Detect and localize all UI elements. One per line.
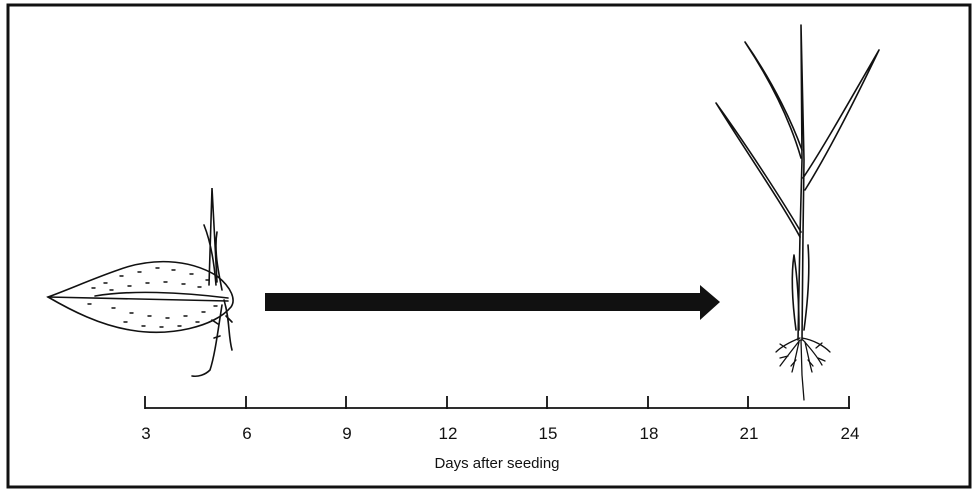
tick-label-6: 6 [242,424,252,443]
tick-label-12: 12 [438,424,458,443]
tick-label-9: 9 [342,424,352,443]
rice-seedling-illustration [715,24,880,401]
tick-label-15: 15 [538,424,558,443]
figure-border [6,3,972,489]
growth-arrow [265,285,720,320]
axis-title: Days after seeding [434,455,560,472]
germinating-seed-illustration [46,187,234,378]
tick-label-21: 21 [739,424,759,443]
tick-label-24: 24 [840,424,860,443]
tick-label-18: 18 [639,424,659,443]
tick-label-3: 3 [141,424,151,443]
timeline-axis [144,396,850,409]
